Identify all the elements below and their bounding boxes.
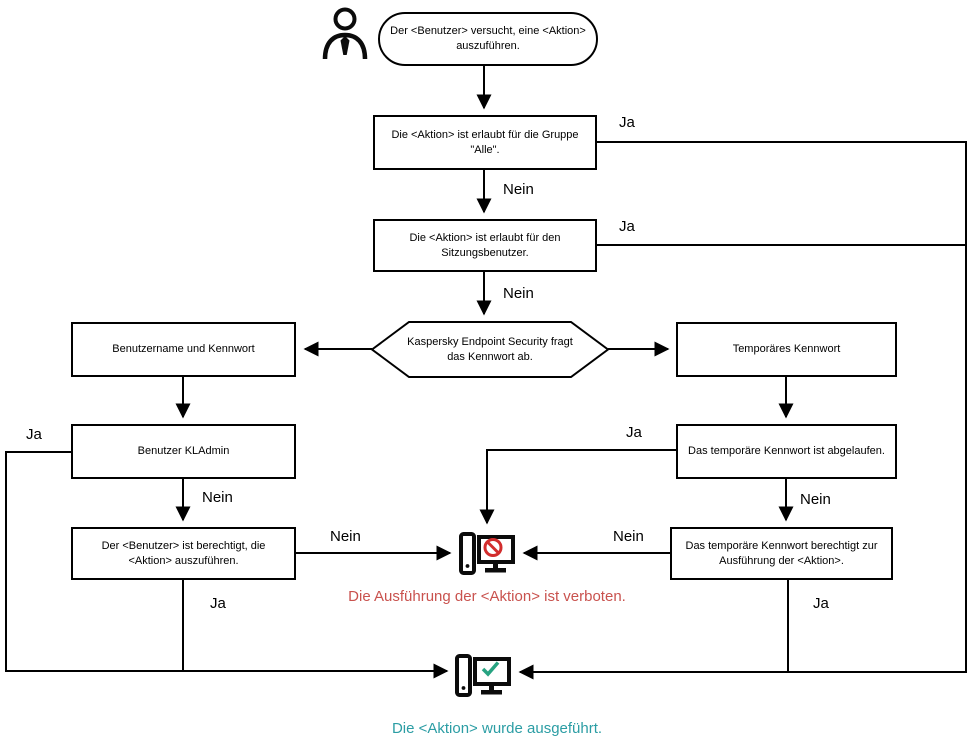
edge-label-group-no: Nein bbox=[503, 181, 534, 198]
edge-label-session-no: Nein bbox=[503, 285, 534, 302]
node-kladmin-label: Benutzer KLAdmin bbox=[137, 445, 230, 458]
edge-label-expired-yes: Ja bbox=[626, 424, 642, 441]
node-temp-password-expired: Das temporäre Kennwort ist abgelaufen. bbox=[676, 424, 897, 479]
node-username-password-label: Benutzername und Kennwort bbox=[112, 343, 255, 356]
node-start: Der <Benutzer> versucht, eine <Aktion> a… bbox=[378, 12, 598, 66]
node-user-authorized: Der <Benutzer> ist berechtigt, die <Akti… bbox=[71, 527, 296, 580]
node-start-label: Der <Benutzer> versucht, eine <Aktion> a… bbox=[390, 25, 586, 52]
node-temp-password-authorizes: Das temporäre Kennwort berechtigt zur Au… bbox=[670, 527, 893, 580]
edge-label-kladmin-no: Nein bbox=[202, 489, 233, 506]
node-username-password: Benutzername und Kennwort bbox=[71, 322, 296, 377]
edge-label-kladmin-yes: Ja bbox=[26, 426, 42, 443]
denied-caption: Die Ausführung der <Aktion> ist verboten… bbox=[348, 588, 626, 605]
node-temporary-password: Temporäres Kennwort bbox=[676, 322, 897, 377]
node-kladmin: Benutzer KLAdmin bbox=[71, 424, 296, 479]
node-action-allowed-session: Die <Aktion> ist erlaubt für den Sitzung… bbox=[373, 219, 597, 272]
hexagon-shape bbox=[370, 321, 610, 378]
computer-denied-icon bbox=[459, 532, 515, 575]
prohibit-sign bbox=[483, 538, 503, 557]
user-icon bbox=[322, 7, 368, 60]
edge-label-session-yes: Ja bbox=[619, 218, 635, 235]
edge-label-authorized-no: Nein bbox=[330, 528, 361, 545]
node-temp-password-expired-label: Das temporäre Kennwort ist abgelaufen. bbox=[688, 445, 885, 458]
node-password-prompt: Kaspersky Endpoint Security fragt das Ke… bbox=[370, 321, 610, 378]
node-temporary-password-label: Temporäres Kennwort bbox=[732, 343, 841, 356]
success-caption: Die <Aktion> wurde ausgeführt. bbox=[391, 720, 603, 737]
node-action-allowed-session-label: Die <Aktion> ist erlaubt für den Sitzung… bbox=[409, 231, 561, 259]
computer-success-icon bbox=[455, 654, 511, 697]
edge-label-authorizes-yes: Ja bbox=[813, 595, 829, 612]
edge-label-authorized-yes: Ja bbox=[210, 595, 226, 612]
node-action-allowed-group-label: Die <Aktion> ist erlaubt für die Gruppe … bbox=[391, 128, 579, 156]
node-temp-password-authorizes-label: Das temporäre Kennwort berechtigt zur Au… bbox=[685, 539, 878, 567]
edge-label-expired-no: Nein bbox=[800, 491, 831, 508]
node-action-allowed-group: Die <Aktion> ist erlaubt für die Gruppe … bbox=[373, 115, 597, 170]
node-password-prompt-label: Kaspersky Endpoint Security fragt das Ke… bbox=[407, 335, 573, 363]
node-user-authorized-label: Der <Benutzer> ist berechtigt, die <Akti… bbox=[101, 539, 266, 567]
edge-label-group-yes: Ja bbox=[619, 114, 635, 131]
edge-label-authorizes-no: Nein bbox=[613, 528, 644, 545]
check-mark-icon bbox=[481, 661, 500, 677]
